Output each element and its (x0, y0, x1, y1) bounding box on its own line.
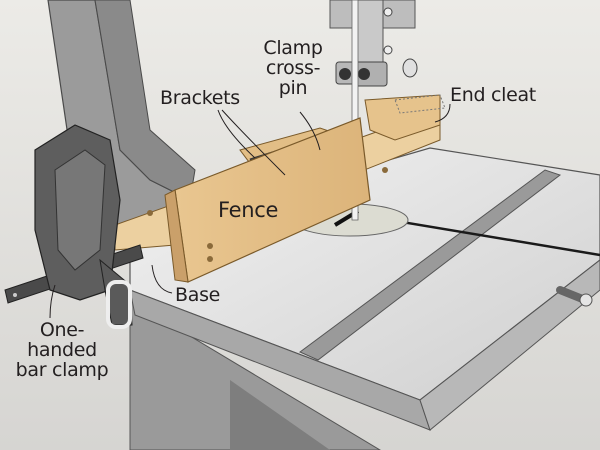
table-right-edge (419, 259, 600, 431)
guide-bearing-left (339, 68, 351, 80)
bar-clamp-pad (106, 280, 132, 329)
leader-brackets-2 (221, 109, 286, 176)
saw-blade (351, 0, 359, 221)
label-bar-clamp: One- handed bar clamp (2, 320, 122, 380)
fence-screw (207, 243, 213, 249)
miter-slot (299, 169, 562, 361)
guide-bearing-right (358, 68, 370, 80)
fence-screw (207, 256, 213, 262)
leader-bar-clamp (49, 284, 56, 319)
label-line: pin (278, 77, 308, 99)
table-pin-head (579, 293, 593, 307)
label-base: Base (175, 284, 221, 306)
fence-screw (382, 167, 388, 173)
leader-cross-pin (299, 111, 321, 151)
end-cleat (364, 94, 441, 141)
label-line: Clamp (263, 37, 323, 59)
saw-trunnion (230, 380, 330, 450)
label-line: One- (39, 319, 85, 341)
label-brackets: Brackets (160, 87, 240, 109)
leader-lines (49, 103, 451, 319)
leader-end-cleat (434, 103, 451, 123)
thumb-screw (402, 58, 418, 78)
fence-end (164, 189, 189, 283)
leader-brackets-1 (217, 109, 256, 159)
label-line: bar clamp (15, 359, 109, 381)
label-line: handed (27, 339, 97, 361)
bar-clamp-grip (54, 149, 106, 271)
clamp-bar-hole (13, 293, 17, 297)
leader-base (151, 264, 173, 294)
label-clamp-cross-pin: Clamp cross- pin (253, 38, 333, 98)
label-line: cross- (265, 57, 321, 79)
end-cleat-outline (394, 94, 446, 114)
label-fence: Fence (218, 198, 279, 222)
base-screw (147, 210, 153, 216)
screw-head (383, 45, 393, 55)
screw-head (383, 7, 393, 17)
guide-post (354, 0, 384, 63)
label-end-cleat: End cleat (450, 84, 536, 106)
